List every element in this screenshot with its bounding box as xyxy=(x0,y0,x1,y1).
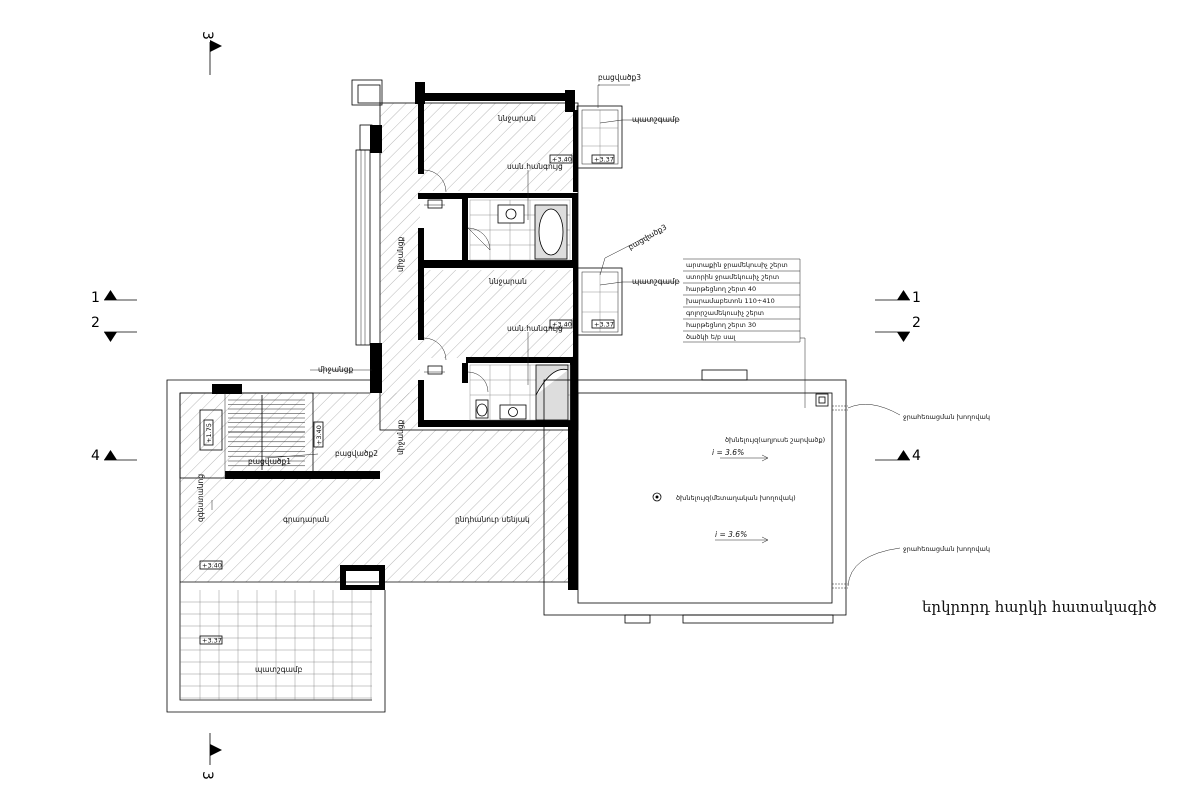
elevation-markers xyxy=(199,154,615,645)
room-label-study: գրադարան xyxy=(283,515,329,524)
room-label-bath-mid: սան.հանգույց xyxy=(507,324,563,333)
elev-bed-top: +3.40 xyxy=(552,156,572,164)
room-label-living: ընդհանուր սենյակ xyxy=(455,515,530,524)
label-stair3-mid: բացվածք3 xyxy=(627,222,669,251)
room-label-dressing: զգեստանոց xyxy=(196,474,205,522)
label-stair1: բացվածք1 xyxy=(248,457,291,466)
section-1-right: 1 xyxy=(912,290,921,306)
label-balcony-top: պատշգամբ xyxy=(632,115,680,124)
elev-living: +3.40 xyxy=(202,562,222,570)
roof-layer-1: արտաքին ջրամեկուսիչ շերտ xyxy=(686,261,788,269)
floor-hatch xyxy=(180,103,575,582)
label-balcony-mid: պատշգամբ xyxy=(632,277,680,286)
elev-terrace: +3.37 xyxy=(202,637,222,645)
staircase xyxy=(199,395,305,470)
balcony-top xyxy=(576,105,623,169)
note-funnel-metal: ծխնելույզ(մետաղական խողովակ) xyxy=(676,494,796,502)
walls xyxy=(212,82,578,590)
section-4-right: 4 xyxy=(912,448,921,464)
elev-stair-a: +1.75 xyxy=(205,423,213,443)
leaders xyxy=(211,84,680,510)
roof-layer-3: հարթեցնող շերտ 40 xyxy=(686,285,756,293)
room-label-corridor-2: միջանցք xyxy=(396,419,405,455)
balcony-mid xyxy=(576,267,623,336)
note-drain-bottom: ջրահեռացման խողովակ xyxy=(903,545,990,553)
note-slope-1: i = 3.6% xyxy=(712,448,744,457)
roof-plan xyxy=(543,337,901,624)
elev-bal-top: +3.37 xyxy=(594,156,614,164)
room-label-bedroom-top: ննջարան xyxy=(497,114,536,123)
drawing-title: երկրորդ հարկի հատակագիծ xyxy=(922,598,1157,616)
note-funnel-parapet: ծխնելույզ(աղյուսե շարվածք) xyxy=(725,436,825,444)
section-2-right: 2 xyxy=(912,315,921,331)
note-slope-2: i = 3.6% xyxy=(715,530,747,539)
section-4-left: 4 xyxy=(91,448,100,464)
section-1-left: 1 xyxy=(91,290,100,306)
elev-stair-b: +3.40 xyxy=(315,425,323,445)
elev-bal-mid: +3.37 xyxy=(594,321,614,329)
label-terrace: պատշգամբ xyxy=(255,665,303,674)
roof-layer-5: գոլորշամեկուսիչ շերտ xyxy=(686,309,764,317)
room-label-vestibule: միջանցք xyxy=(318,365,354,374)
elev-bed-mid: +3.40 xyxy=(552,321,572,329)
west-glazing xyxy=(351,79,383,346)
roof-layer-7: ծածկի ե/բ սալ xyxy=(686,333,736,341)
room-label-bedroom-mid: ննջարան xyxy=(488,277,527,286)
note-drain-top: ջրահեռացման խողովակ xyxy=(903,413,990,421)
terrace-tiles xyxy=(180,590,372,700)
roof-layer-2: ստորին ջրամեկուսիչ շերտ xyxy=(686,273,779,281)
room-label-bath-top: սան.հանգույց xyxy=(507,162,563,171)
section-2-left: 2 xyxy=(91,315,100,331)
roof-layer-4: խարամաբետոն 110÷410 xyxy=(686,297,775,305)
outline xyxy=(166,102,579,713)
section-3-bottom: 3 xyxy=(199,771,215,780)
bathroom-fixtures xyxy=(423,169,571,421)
section-3-top: 3 xyxy=(199,31,215,40)
roof-layer-table xyxy=(683,258,801,343)
label-stair2: բացվածք2 xyxy=(335,449,378,458)
roof-layer-6: հարթեցնող շերտ 30 xyxy=(686,321,756,329)
room-label-corridor-1: միջանցք xyxy=(396,236,405,272)
label-stair3-top: բացվածք3 xyxy=(598,73,641,82)
section-marks xyxy=(104,40,910,765)
